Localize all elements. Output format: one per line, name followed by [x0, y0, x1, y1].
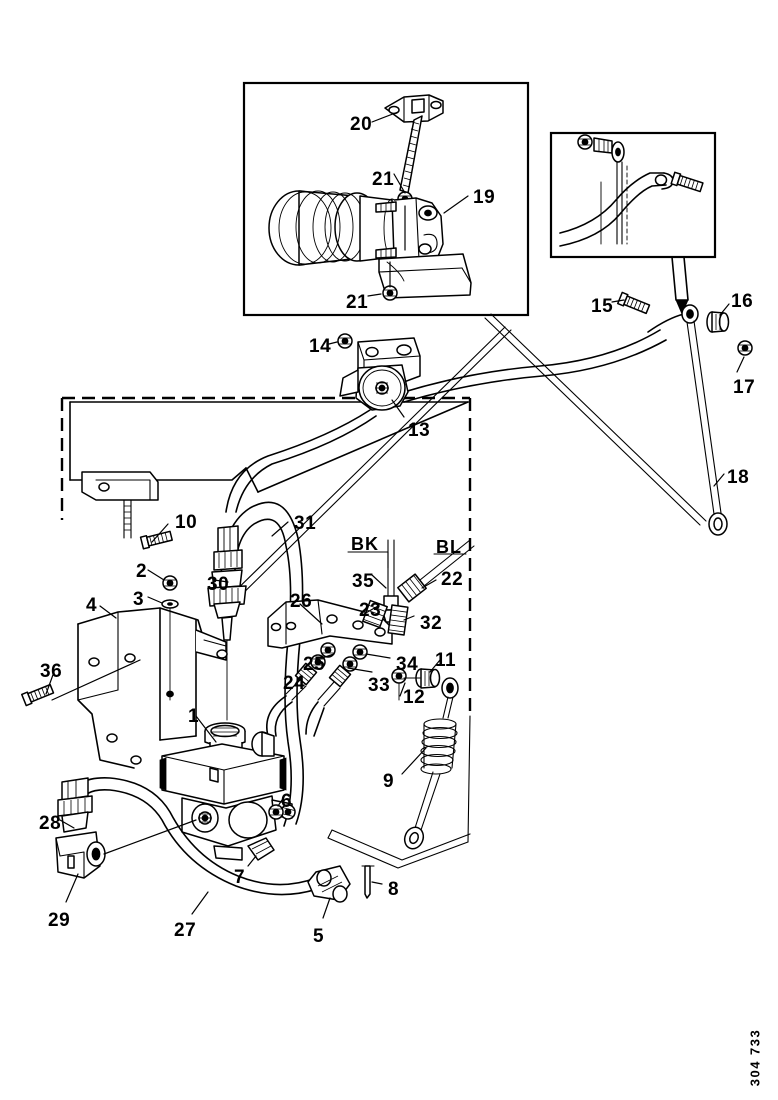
callout-36: 36 [40, 661, 63, 682]
callout-1: 1 [188, 706, 200, 727]
callout-11: 11 [435, 650, 457, 671]
callout-9: 9 [383, 771, 395, 792]
callout-12: 12 [403, 687, 426, 708]
callout-14: 14 [309, 336, 332, 357]
callout-31: 31 [294, 513, 317, 534]
callout-17: 17 [733, 377, 756, 398]
callout-21: 21 [372, 169, 395, 190]
code-label-bk: BK [351, 534, 379, 554]
callout-4: 4 [86, 595, 98, 616]
callout-35: 35 [352, 571, 375, 592]
callout-22: 22 [441, 569, 464, 590]
callout-24: 24 [283, 673, 306, 694]
callout-26: 26 [290, 591, 313, 612]
callout-5: 5 [313, 926, 325, 947]
callout-7: 7 [234, 867, 246, 888]
callout-21: 21 [346, 292, 369, 313]
callout-28: 28 [39, 813, 62, 834]
callout-34: 34 [396, 654, 419, 675]
callout-20: 20 [350, 114, 373, 135]
callout-13: 13 [408, 420, 431, 441]
callout-10: 10 [175, 512, 198, 533]
drawing-part-number: 304 733 [742, 1020, 768, 1094]
callout-30: 30 [207, 574, 230, 595]
callout-32: 32 [420, 613, 443, 634]
callout-3: 3 [133, 589, 145, 610]
callout-15: 15 [591, 296, 614, 317]
callout-2: 2 [136, 561, 148, 582]
callout-16: 16 [731, 291, 754, 312]
callout-6: 6 [281, 791, 293, 812]
callout-33: 33 [368, 675, 391, 696]
callout-29: 29 [48, 910, 71, 931]
drawing-part-number-text: 304 733 [747, 1028, 763, 1087]
callout-19: 19 [473, 187, 496, 208]
callout-25: 25 [303, 654, 326, 675]
callout-23: 23 [359, 600, 382, 621]
callout-27: 27 [174, 920, 197, 941]
code-label-bl: BL [436, 537, 462, 557]
callout-18: 18 [727, 467, 750, 488]
callout-8: 8 [388, 879, 400, 900]
